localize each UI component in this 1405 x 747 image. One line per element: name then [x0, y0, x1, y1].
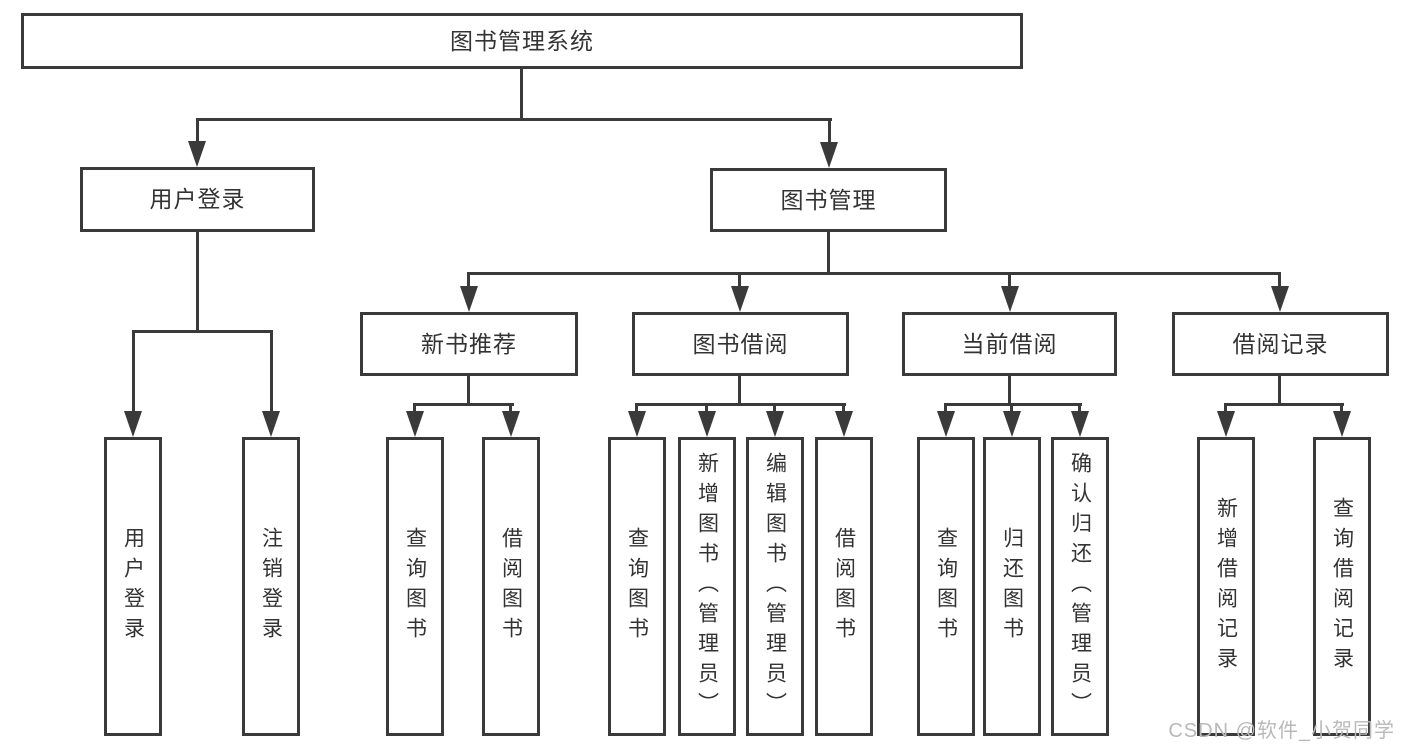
connector-cur-query-drop — [944, 403, 947, 415]
arrowhead-recommend — [460, 286, 478, 312]
connector-leaf-login-drop — [132, 330, 135, 414]
connector-records-rail — [1224, 403, 1344, 406]
connector-rec-borrow-drop — [509, 403, 512, 415]
leaf-recommend-borrow-book: 借阅图书 — [482, 437, 540, 736]
arrowhead-recd-add — [1217, 411, 1235, 437]
connector-root-rail — [196, 118, 832, 121]
connector-user-login-drop — [196, 118, 199, 144]
connector-mgmt-rail — [467, 272, 1281, 275]
connector-book-mgmt-drop — [828, 118, 831, 144]
leaf-borrow-lend-book: 借阅图书 — [815, 437, 873, 736]
leaf-records-add-record: 新增借阅记录 — [1197, 437, 1255, 736]
arrowhead-rec-borrow — [502, 411, 520, 437]
node-book-management: 图书管理 — [710, 168, 947, 232]
connector-current-drop — [1008, 272, 1011, 292]
node-user-login: 用户登录 — [80, 167, 315, 232]
connector-cur-confirm-drop — [1078, 403, 1081, 415]
arrowhead-bor-add — [698, 411, 716, 437]
connector-borrow-rail — [635, 403, 846, 406]
arrowhead-user-login — [188, 141, 206, 167]
connector-current-stem — [1008, 376, 1011, 406]
leaf-current-return-book: 归还图书 — [983, 437, 1041, 736]
connector-borrow-drop — [738, 272, 741, 292]
connector-bor-lend-drop — [842, 403, 845, 415]
leaf-borrow-query-book: 查询图书 — [608, 437, 666, 736]
connector-recd-add-drop — [1224, 403, 1227, 415]
leaf-borrow-add-book-admin: 新增图书（管理员） — [678, 437, 736, 736]
leaf-current-query-book: 查询图书 — [917, 437, 975, 736]
node-book-borrow: 图书借阅 — [632, 312, 849, 376]
leaf-current-confirm-return-admin: 确认归还（管理员） — [1051, 437, 1109, 736]
connector-rec-query-drop — [413, 403, 416, 415]
connector-leaf-logout-drop — [270, 330, 273, 414]
arrowhead-cur-return — [1003, 411, 1021, 437]
leaf-recommend-query-book: 查询图书 — [386, 437, 444, 736]
leaf-records-query-record: 查询借阅记录 — [1313, 437, 1371, 736]
arrowhead-bor-lend — [835, 411, 853, 437]
connector-user-stem — [196, 232, 199, 333]
leaf-logout: 注销登录 — [242, 437, 300, 736]
arrowhead-current — [1001, 286, 1019, 312]
connector-recommend-rail — [413, 403, 514, 406]
arrowhead-borrow — [731, 286, 749, 312]
connector-borrow-stem — [738, 376, 741, 406]
connector-bor-query-drop — [635, 403, 638, 415]
connector-bor-edit-drop — [773, 403, 776, 415]
connector-recommend-drop — [467, 272, 470, 292]
arrowhead-bor-edit — [766, 411, 784, 437]
connector-root-stem — [520, 69, 523, 120]
leaf-user-login: 用户登录 — [104, 437, 162, 736]
connector-bor-add-drop — [705, 403, 708, 415]
connector-records-stem — [1278, 376, 1281, 406]
arrowhead-cur-confirm — [1071, 411, 1089, 437]
arrowhead-records — [1271, 286, 1289, 312]
connector-current-rail — [944, 403, 1082, 406]
arrowhead-leaf-logout — [262, 411, 280, 437]
node-new-book-recommend: 新书推荐 — [360, 312, 578, 376]
arrowhead-leaf-login — [124, 411, 142, 437]
leaf-borrow-edit-book-admin: 编辑图书（管理员） — [746, 437, 804, 736]
arrowhead-recd-query — [1333, 411, 1351, 437]
arrowhead-cur-query — [937, 411, 955, 437]
connector-user-rail — [132, 330, 273, 333]
arrowhead-rec-query — [406, 411, 424, 437]
arrowhead-bor-query — [628, 411, 646, 437]
arrowhead-book-mgmt — [820, 142, 838, 168]
node-library-management-system: 图书管理系统 — [21, 13, 1023, 69]
connector-cur-return-drop — [1010, 403, 1013, 415]
connector-records-drop — [1278, 272, 1281, 292]
connector-recd-query-drop — [1340, 403, 1343, 415]
node-borrow-records: 借阅记录 — [1172, 312, 1389, 376]
node-current-borrow: 当前借阅 — [902, 312, 1117, 376]
connector-recommend-stem — [467, 376, 470, 406]
csdn-watermark: CSDN @软件_小贺同学 — [1168, 720, 1395, 742]
connector-mgmt-stem — [827, 232, 830, 275]
